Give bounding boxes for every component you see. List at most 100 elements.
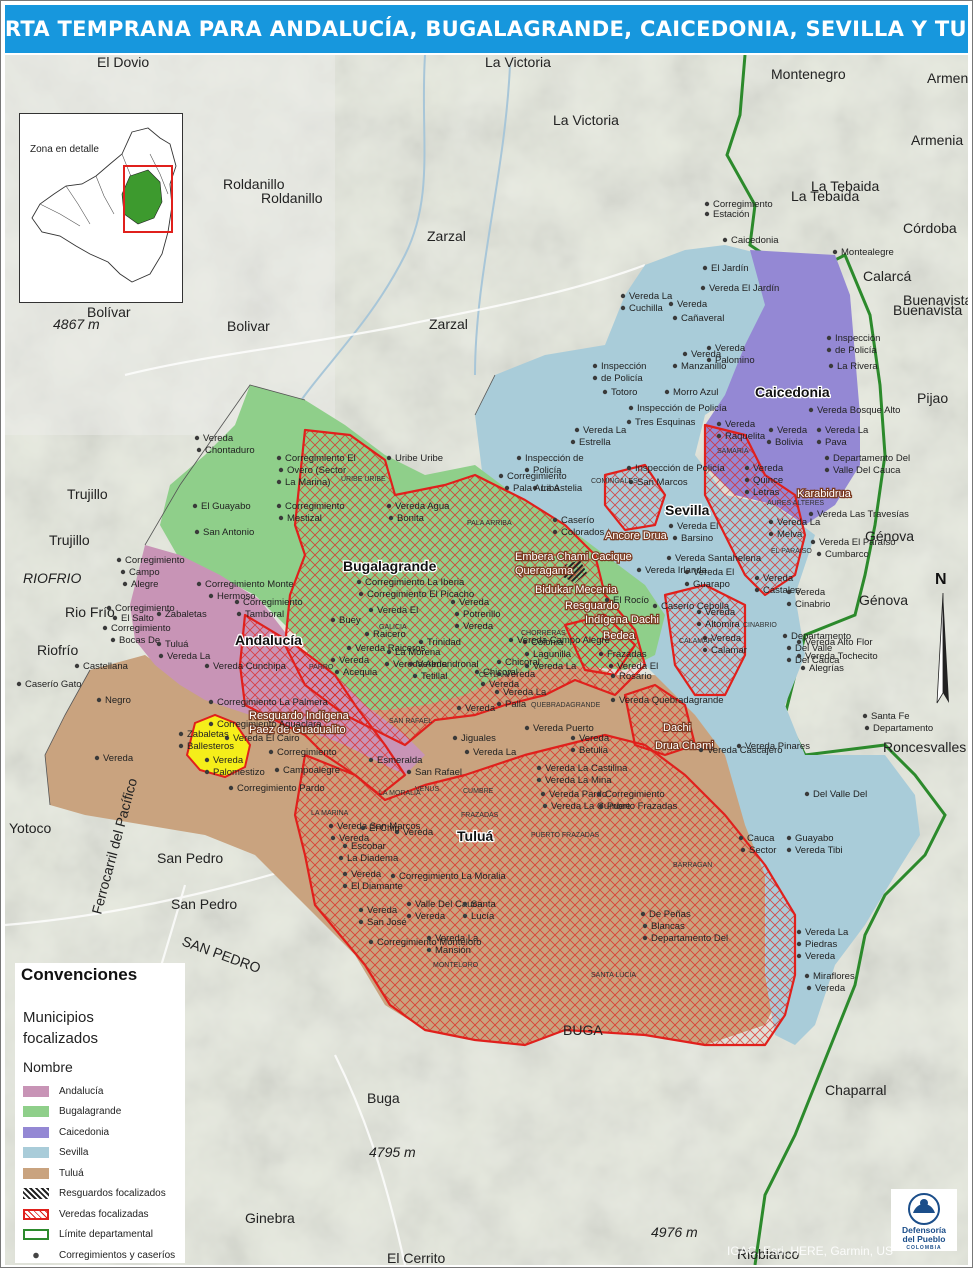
vereda-label: Vereda [795,587,826,598]
vereda-label: Vereda El [677,521,718,532]
label-la-tebaida-small: La Tebaida [811,178,879,194]
vereda-label: Estrella [579,437,611,448]
zone-tag: CHORRERAS [521,630,566,637]
label-montenegro: Montenegro [771,66,846,82]
label-chaparral: Chaparral [825,1082,886,1098]
settlement-dot [668,523,674,529]
attribution: IGAC, Esri, HERE, Garmin, US [727,1244,894,1258]
legend-label: Caicedonia [59,1126,110,1138]
settlement-dot [552,517,558,523]
settlement-dot [826,335,832,341]
settlement-dot [234,599,240,605]
legend-label: Sevilla [59,1147,89,1158]
settlement-dot [598,651,604,657]
settlement-dot [474,669,480,675]
vereda-label: Vereda [691,349,722,360]
vereda-label: Corregimiento [277,747,337,758]
vereda-label: Potrerillo [463,609,501,620]
settlement-dot [620,305,626,311]
legend-swatch [23,1126,49,1138]
settlement-dot [74,663,80,669]
settlement-dot [628,479,634,485]
vereda-label: Cumbarco [825,549,869,560]
legend-field: Nombre [23,1059,73,1075]
resguardo-striped [563,560,587,583]
zone-tag: PARRO [309,664,334,671]
settlement-dot [704,211,710,217]
zone-tag: CALAMAR [679,638,713,645]
map-canvas[interactable]: El Dovio La Victoria La Victoria Montene… [5,55,968,1265]
legend-item: Corregimientos y caseríos [23,1247,175,1263]
vereda-label: Puerto Frazadas [607,801,677,812]
label-paez-1: Resguardo Indígena [249,710,350,722]
vereda-label: Palomino [715,355,755,366]
settlement-dot [386,455,392,461]
settlement-dot [516,455,522,461]
vereda-label: Vereda Agua [395,501,450,512]
vereda-label: de Policía [835,345,877,356]
settlement-dot [236,611,242,617]
vereda-label: Vereda [711,633,742,644]
settlement-dot [358,907,364,913]
label-caicedonia: Caicedonia [755,384,830,400]
vereda-label: Esmeralda [377,755,423,766]
settlement-dot [426,935,432,941]
vereda-label: Vereda La Mina [545,775,612,786]
settlement-dot [664,389,670,395]
settlement-dot [276,455,282,461]
vereda-label: Vereda Campo Alegre [517,635,610,646]
zone-tag: SAN RAFAEL [389,718,432,725]
settlement-dot [156,611,162,617]
legend-item: Andalucía [23,1083,103,1099]
settlement-dot [682,351,688,357]
vereda-label: Vereda El [693,567,734,578]
legend-label: Andalucía [59,1085,104,1097]
vereda-label: Melva [777,529,803,540]
legend-item: Sevilla [23,1145,88,1161]
vereda-label: Inspección de [525,453,584,464]
vereda-label: Vereda [489,679,520,690]
vereda-label: Uribe Uribe [395,453,443,464]
settlement-dot [390,873,396,879]
vereda-label: Del Valle Del [813,789,867,800]
label-trujillo-small: Trujillo [49,532,90,548]
label-andalucia: Andalucía [235,632,302,648]
vereda-label: Vereda Las Travesías [817,509,909,520]
settlement-dot [110,637,116,643]
settlement-dot [268,749,274,755]
settlement-dot [462,913,468,919]
zone-tag: FRAZADAS [461,812,499,819]
settlement-dot [800,665,806,671]
legend-item: Resguardos focalizados [23,1186,166,1202]
vereda-label: Guayabo [795,833,834,844]
vereda-label: Corregimiento Pardo [237,783,325,794]
vereda-label: Inspección [835,333,880,344]
vereda-label: Vereda Quebradagrande [619,695,724,706]
vereda-label: Vereda [805,951,836,962]
label-embera-2: Queragama [515,565,574,577]
settlement-dot [702,647,708,653]
settlement-dot [706,345,712,351]
settlement-dot [204,769,210,775]
settlement-dot [684,569,690,575]
vereda-label: Inspección de Policía [637,403,727,414]
vereda-label: Vereda La [805,927,849,938]
vereda-label: Vereda La [473,747,517,758]
settlement-dot [504,485,510,491]
settlement-dot [408,661,414,667]
settlement-dot [740,847,746,853]
settlement-dot [338,855,344,861]
legend-label: Corregimientos y caseríos [59,1249,176,1261]
settlement-dot [552,529,558,535]
vereda-label: Letras [753,487,780,498]
settlement-dot [346,645,352,651]
settlement-dot [828,363,834,369]
settlement-dot [494,689,500,695]
settlement-dot [542,803,548,809]
vereda-label: Vereda La [435,933,479,944]
legend-subtitle: Municipios focalizados [23,1009,99,1047]
settlement-dot [696,621,702,627]
settlement-dot [808,407,814,413]
vereda-label: Buey [339,615,361,626]
settlement-dot [384,661,390,667]
